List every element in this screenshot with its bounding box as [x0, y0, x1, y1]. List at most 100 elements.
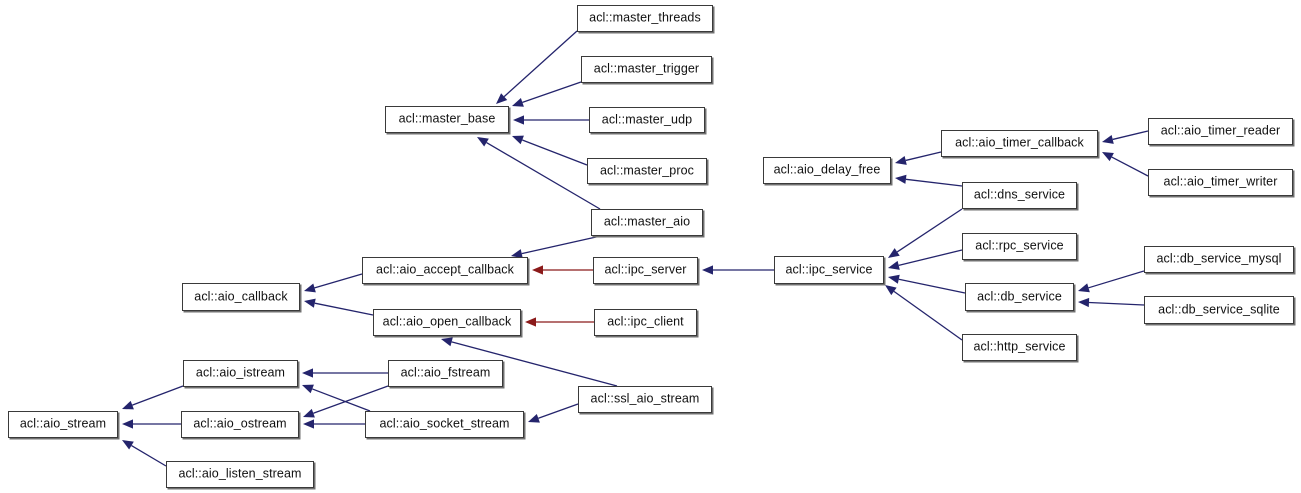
- arrowhead-icon: [477, 137, 489, 147]
- class-node-label: acl::master_threads: [589, 10, 701, 25]
- class-node-http_service[interactable]: acl::http_service: [962, 334, 1077, 361]
- class-node-label: acl::master_aio: [603, 214, 691, 229]
- arrowhead-icon: [122, 440, 134, 450]
- class-node-aio_istream[interactable]: acl::aio_istream: [183, 360, 298, 387]
- edge-master_aio-to-aio_accept_callback: [511, 234, 606, 259]
- arrowhead-icon: [1078, 283, 1090, 293]
- arrowhead-icon: [122, 419, 133, 429]
- edge-master_aio-to-master_base: [477, 137, 601, 210]
- class-node-label: acl::ipc_client: [607, 314, 684, 329]
- arrowhead-icon: [888, 248, 900, 258]
- class-node-rpc_service[interactable]: acl::rpc_service: [962, 233, 1077, 260]
- edge-aio_fstream-to-aio_istream: [302, 368, 388, 378]
- class-node-aio_timer_callback[interactable]: acl::aio_timer_callback: [941, 130, 1098, 157]
- class-node-label: acl::aio_callback: [194, 289, 288, 304]
- class-node-db_service[interactable]: acl::db_service: [965, 283, 1074, 311]
- edge-aio_timer_reader-to-aio_timer_callback: [1102, 130, 1149, 144]
- edge-ipc_service-to-ipc_server: [702, 265, 774, 275]
- arrowhead-icon: [532, 265, 543, 275]
- edge-db_service-to-ipc_service: [888, 274, 966, 294]
- class-node-master_proc[interactable]: acl::master_proc: [587, 158, 707, 184]
- class-node-db_service_sqlite[interactable]: acl::db_service_sqlite: [1144, 296, 1294, 324]
- edge-aio_ostream-to-aio_stream: [122, 419, 181, 429]
- class-node-label: acl::aio_accept_callback: [376, 262, 514, 277]
- edge-rpc_service-to-ipc_service: [888, 249, 963, 270]
- edge-aio_timer_writer-to-aio_timer_callback: [1102, 152, 1149, 177]
- arrowhead-icon: [441, 337, 453, 347]
- class-node-db_service_mysql[interactable]: acl::db_service_mysql: [1144, 246, 1294, 273]
- class-node-aio_accept_callback[interactable]: acl::aio_accept_callback: [362, 257, 528, 284]
- class-node-aio_listen_stream[interactable]: acl::aio_listen_stream: [166, 461, 314, 488]
- class-node-label: acl::master_proc: [600, 163, 694, 178]
- edge-aio_listen_stream-to-aio_stream: [122, 440, 167, 467]
- arrowhead-icon: [513, 115, 524, 125]
- arrowhead-icon: [496, 93, 508, 104]
- class-node-dns_service[interactable]: acl::dns_service: [962, 182, 1077, 209]
- edge-master_threads-to-master_base: [496, 30, 578, 104]
- edge-dns_service-to-aio_delay_free: [895, 174, 963, 187]
- class-node-label: acl::master_udp: [601, 112, 693, 127]
- arrowhead-icon: [888, 260, 900, 270]
- edge-ipc_client-to-aio_open_callback: [525, 317, 594, 327]
- class-node-label: acl::http_service: [973, 339, 1066, 354]
- arrowhead-icon: [1102, 152, 1114, 162]
- edge-dns_service-to-ipc_service: [888, 208, 963, 258]
- arrowhead-icon: [702, 265, 713, 275]
- class-node-label: acl::aio_delay_free: [773, 162, 881, 177]
- class-node-label: acl::db_service_sqlite: [1158, 302, 1280, 317]
- arrowhead-icon: [1078, 297, 1090, 308]
- class-node-aio_socket_stream[interactable]: acl::aio_socket_stream: [365, 411, 524, 438]
- class-node-aio_delay_free[interactable]: acl::aio_delay_free: [763, 157, 891, 184]
- edge-aio_socket_stream-to-aio_ostream: [303, 419, 365, 429]
- arrowhead-icon: [885, 285, 897, 296]
- edge-aio_istream-to-aio_stream: [122, 385, 184, 410]
- arrowhead-icon: [895, 174, 907, 184]
- class-node-label: acl::aio_timer_callback: [955, 135, 1084, 150]
- class-node-aio_callback[interactable]: acl::aio_callback: [182, 283, 300, 311]
- arrowhead-icon: [122, 400, 134, 410]
- edge-ipc_server-to-aio_accept_callback: [532, 265, 593, 275]
- class-node-ssl_aio_stream[interactable]: acl::ssl_aio_stream: [578, 386, 712, 413]
- arrowhead-icon: [303, 408, 315, 418]
- class-node-label: acl::ipc_server: [604, 262, 687, 277]
- edge-db_service_mysql-to-db_service: [1078, 270, 1145, 293]
- class-node-label: acl::master_base: [398, 111, 496, 126]
- edge-aio_socket_stream-to-aio_istream: [302, 384, 371, 412]
- class-node-ipc_service[interactable]: acl::ipc_service: [774, 256, 884, 284]
- class-node-aio_open_callback[interactable]: acl::aio_open_callback: [373, 309, 521, 336]
- class-node-label: acl::aio_open_callback: [382, 314, 512, 329]
- edge-http_service-to-ipc_service: [885, 285, 963, 341]
- class-node-master_threads[interactable]: acl::master_threads: [577, 5, 713, 32]
- edge-aio_timer_callback-to-aio_delay_free: [895, 151, 942, 165]
- arrowhead-icon: [304, 298, 316, 308]
- class-node-label: acl::ssl_aio_stream: [590, 391, 700, 406]
- class-node-master_base[interactable]: acl::master_base: [385, 106, 509, 133]
- class-node-aio_timer_writer[interactable]: acl::aio_timer_writer: [1148, 169, 1293, 196]
- edge-aio_open_callback-to-aio_callback: [304, 298, 374, 316]
- class-node-aio_fstream[interactable]: acl::aio_fstream: [388, 360, 503, 387]
- edge-ssl_aio_stream-to-aio_socket_stream: [528, 403, 579, 423]
- arrowhead-icon: [512, 135, 524, 145]
- class-node-ipc_server[interactable]: acl::ipc_server: [593, 257, 698, 284]
- class-node-master_trigger[interactable]: acl::master_trigger: [581, 56, 712, 83]
- class-node-aio_ostream[interactable]: acl::aio_ostream: [181, 411, 299, 438]
- class-node-label: acl::dns_service: [973, 187, 1066, 202]
- arrowhead-icon: [888, 274, 900, 284]
- arrowhead-icon: [512, 98, 524, 107]
- class-node-label: acl::aio_timer_reader: [1160, 123, 1281, 138]
- class-node-master_aio[interactable]: acl::master_aio: [591, 209, 703, 236]
- edge-master_proc-to-master_base: [512, 135, 588, 166]
- class-node-label: acl::master_trigger: [593, 61, 700, 76]
- arrowhead-icon: [304, 283, 316, 293]
- class-node-label: acl::aio_istream: [195, 365, 286, 380]
- class-node-label: acl::aio_listen_stream: [178, 466, 302, 481]
- class-node-ipc_client[interactable]: acl::ipc_client: [594, 309, 697, 336]
- class-node-master_udp[interactable]: acl::master_udp: [589, 107, 705, 133]
- edge-aio_accept_callback-to-aio_callback: [304, 273, 363, 293]
- class-node-aio_timer_reader[interactable]: acl::aio_timer_reader: [1148, 118, 1293, 145]
- class-node-label: acl::aio_fstream: [400, 365, 491, 380]
- class-node-aio_stream[interactable]: acl::aio_stream: [8, 411, 118, 438]
- class-node-label: acl::ipc_service: [785, 262, 873, 277]
- arrowhead-icon: [302, 384, 314, 394]
